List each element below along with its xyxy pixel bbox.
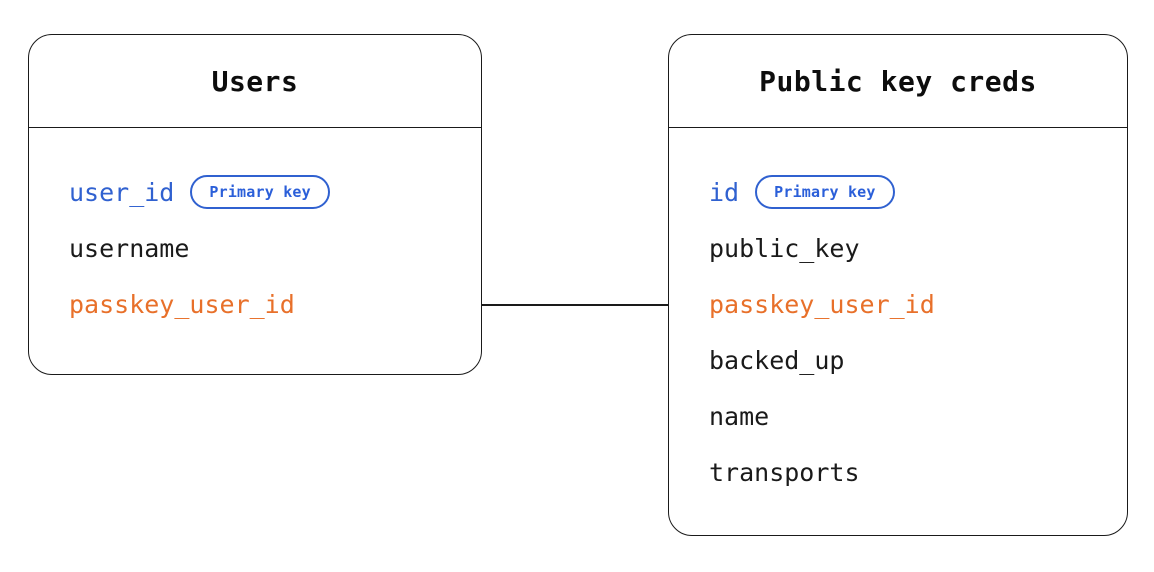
field-row-public-key[interactable]: public_key: [669, 220, 1127, 276]
entity-public-key-creds-header: Public key creds: [669, 35, 1127, 128]
entity-users-field-list: user_id Primary key username passkey_use…: [29, 128, 481, 332]
field-row-transports[interactable]: transports: [669, 444, 1127, 500]
relationship-connector-users-public-key-creds[interactable]: [481, 304, 669, 306]
field-row-backed-up[interactable]: backed_up: [669, 332, 1127, 388]
field-name-name: name: [709, 401, 770, 431]
field-row-user-id[interactable]: user_id Primary key: [29, 164, 481, 220]
field-name-transports: transports: [709, 457, 860, 487]
field-name-user-id: user_id: [69, 177, 175, 207]
field-row-name[interactable]: name: [669, 388, 1127, 444]
primary-key-badge: Primary key: [755, 175, 895, 209]
entity-public-key-creds-title: Public key creds: [759, 64, 1037, 98]
primary-key-badge: Primary key: [190, 175, 330, 209]
entity-users-header: Users: [29, 35, 481, 128]
field-row-id[interactable]: id Primary key: [669, 164, 1127, 220]
entity-public-key-creds[interactable]: Public key creds id Primary key public_k…: [668, 34, 1128, 536]
field-row-passkey-user-id[interactable]: passkey_user_id: [669, 276, 1127, 332]
field-row-username[interactable]: username: [29, 220, 481, 276]
field-name-passkey-user-id: passkey_user_id: [709, 289, 935, 319]
entity-users[interactable]: Users user_id Primary key username passk…: [28, 34, 482, 375]
field-name-passkey-user-id: passkey_user_id: [69, 289, 295, 319]
field-row-passkey-user-id[interactable]: passkey_user_id: [29, 276, 481, 332]
field-name-id: id: [709, 177, 740, 207]
entity-users-title: Users: [211, 64, 299, 98]
field-name-public-key: public_key: [709, 233, 860, 263]
field-name-backed-up: backed_up: [709, 345, 845, 375]
field-name-username: username: [69, 233, 190, 263]
entity-public-key-creds-field-list: id Primary key public_key passkey_user_i…: [669, 128, 1127, 500]
